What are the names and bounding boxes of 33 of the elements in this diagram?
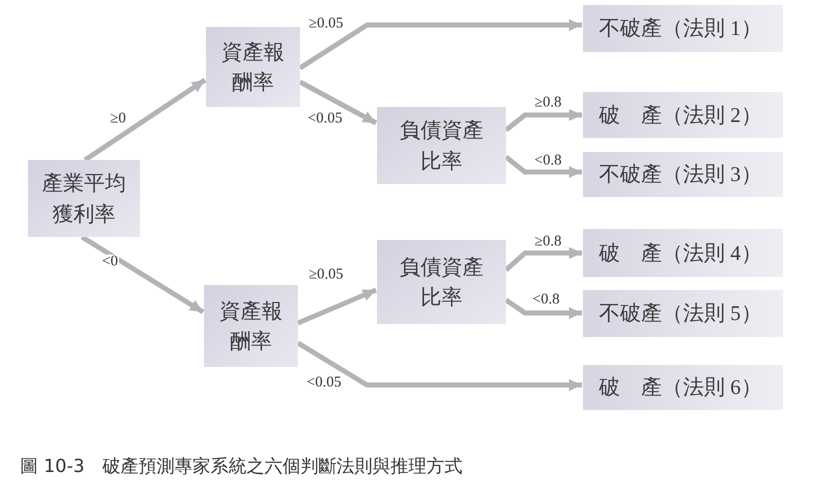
node-label: 破 產（法則 4） [599,240,762,267]
node-label: 資產報酬率 [220,38,286,96]
node-label: 資產報酬率 [218,298,284,355]
decision-box [206,27,300,107]
arrow [298,80,378,126]
node-label: 不破產（法則 5） [599,300,762,328]
arrow [504,155,582,178]
node-label: 不破產（法則 3） [599,161,762,188]
arrow [504,298,582,319]
result-box [583,365,783,410]
node-label: 不破產（法則 1） [599,15,762,42]
decision-box [204,285,298,367]
decision-box [377,240,506,324]
node-label: 產業平均獲利率 [41,170,127,228]
node-label: 破 產（法則 6） [599,374,762,402]
result-box [583,229,783,277]
arrow [84,78,206,162]
arrow [297,288,377,326]
arrow [504,109,582,132]
decision-box [28,160,140,237]
node-label: 負債資產比率 [398,117,484,174]
node-label: 破 產（法則 2） [599,102,762,129]
result-box [583,92,783,138]
arrow [80,234,204,314]
figure-caption: 圖 10-3 破產預測專家系統之六個判斷法則與推理方式 [20,455,463,479]
decision-box [377,107,506,184]
node-label: 負債資產比率 [398,254,484,311]
arrow [296,340,582,391]
result-box [583,5,783,52]
result-box [583,152,783,197]
result-box [583,290,783,337]
arrow [298,19,582,70]
arrow [504,247,582,272]
